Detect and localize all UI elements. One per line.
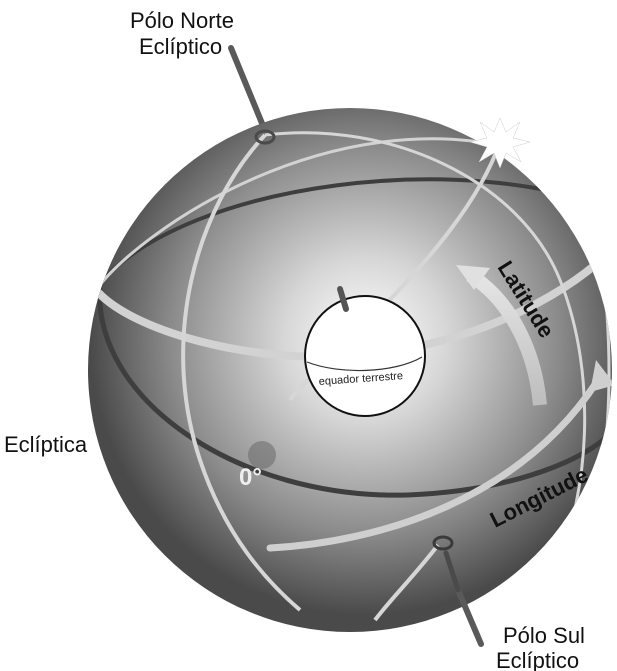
north-pole-label-line1: Pólo Norte [130, 8, 234, 33]
star-icon [469, 117, 531, 169]
zero-degree-label: 0° [239, 464, 262, 491]
zero-point-marker [248, 441, 276, 469]
south-meridian-arc [373, 543, 440, 622]
north-ecliptic-pole-marker [254, 129, 276, 145]
longitude-arrow-head [590, 360, 612, 392]
south-pole-label-line2: Eclíptico [496, 648, 579, 671]
ecliptic-label: Eclíptica [4, 432, 88, 457]
earth-equator-line [306, 356, 423, 372]
south-pole-axis [455, 587, 484, 647]
latitude-arrow-band [466, 269, 547, 406]
equator-label: equador terrestre [318, 370, 403, 388]
longitude-arrow-band [266, 376, 602, 552]
north-pole-axis [228, 45, 269, 136]
south-ecliptic-pole-marker [432, 535, 454, 551]
ecliptic-meridian-left [181, 133, 302, 612]
south-pole-label-line1: Pólo Sul [503, 623, 585, 648]
north-pole-label-line2: Eclíptico [139, 34, 222, 59]
earth-axis [337, 286, 349, 312]
south-pole-axis-inner [443, 550, 461, 593]
earth-globe [304, 295, 426, 417]
latitude-arrow-head [456, 265, 490, 290]
star-meridian [264, 131, 587, 556]
celestial-equator-circle-front [97, 282, 612, 498]
